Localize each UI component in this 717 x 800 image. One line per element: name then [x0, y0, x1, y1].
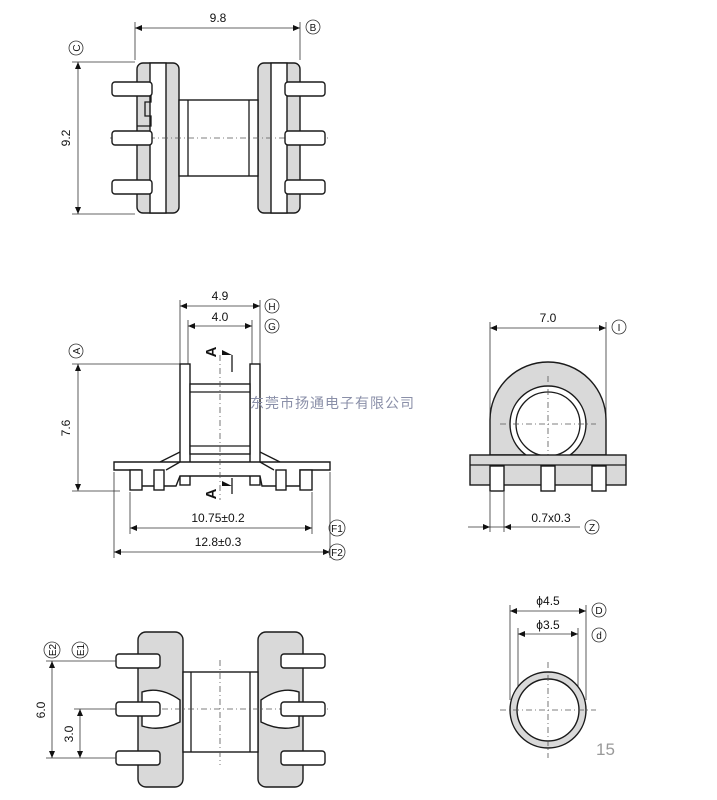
- svg-text:H: H: [268, 302, 275, 313]
- pitch-dim: 6.0: [34, 701, 48, 718]
- ref-f1: F1: [328, 519, 346, 537]
- svg-text:E2: E2: [48, 643, 59, 656]
- ref-d-upper: D: [591, 602, 607, 618]
- ref-f2: F2: [328, 543, 346, 561]
- svg-text:G: G: [268, 322, 276, 333]
- ref-e2: E2: [43, 641, 61, 659]
- outer-dia-dim: ϕ4.5: [536, 594, 560, 608]
- svg-text:F2: F2: [331, 548, 343, 559]
- watermark: 东莞市扬通电子有限公司: [250, 395, 415, 412]
- svg-text:E1: E1: [76, 643, 87, 656]
- ref-z: Z: [584, 519, 600, 535]
- ref-c: C: [68, 40, 84, 56]
- top-view: 9.8 B 9.2 C: [59, 11, 330, 215]
- ref-e1: E1: [71, 641, 89, 659]
- svg-text:d: d: [596, 631, 602, 642]
- ref-g: G: [264, 318, 280, 334]
- section-marker-bottom: A: [203, 478, 233, 499]
- pin-size-dim: 0.7x0.3: [531, 511, 571, 525]
- side-width-dim: 7.0: [540, 311, 557, 325]
- overall-width-dim: 12.8±0.3: [195, 535, 242, 549]
- svg-text:Z: Z: [589, 523, 595, 534]
- section-marker-top: A: [203, 346, 233, 372]
- front-view: 4.9 H 4.0 G 7.6 A: [59, 289, 346, 561]
- top-height-dim: 9.2: [59, 129, 73, 146]
- pin-span-dim: 10.75±0.2: [191, 511, 245, 525]
- bottom-view: 6.0 E2 3.0 E1: [34, 631, 330, 788]
- svg-text:A: A: [72, 347, 83, 354]
- ref-d-lower: d: [591, 627, 607, 643]
- ref-i: I: [611, 319, 627, 335]
- top-width-dim: 9.8: [210, 11, 227, 25]
- inner-dia-dim: ϕ3.5: [536, 618, 560, 632]
- svg-text:D: D: [595, 606, 602, 617]
- front-inner-width-dim: 4.0: [212, 310, 229, 324]
- svg-text:A: A: [203, 488, 220, 499]
- front-height-dim: 7.6: [59, 419, 73, 436]
- svg-text:B: B: [310, 23, 317, 34]
- svg-text:A: A: [203, 346, 220, 357]
- ref-b: B: [305, 19, 321, 35]
- ref-h: H: [264, 298, 280, 314]
- ref-a: A: [68, 343, 84, 359]
- page-number: 15: [596, 740, 615, 759]
- svg-text:C: C: [72, 44, 83, 51]
- side-view: 7.0 I 0.7x0.3 Z: [468, 311, 627, 535]
- svg-text:F1: F1: [331, 524, 343, 535]
- section-view: ϕ4.5 D ϕ3.5 d: [500, 594, 607, 758]
- svg-text:I: I: [618, 323, 621, 334]
- half-pitch-dim: 3.0: [62, 725, 76, 742]
- front-top-width-dim: 4.9: [212, 289, 229, 303]
